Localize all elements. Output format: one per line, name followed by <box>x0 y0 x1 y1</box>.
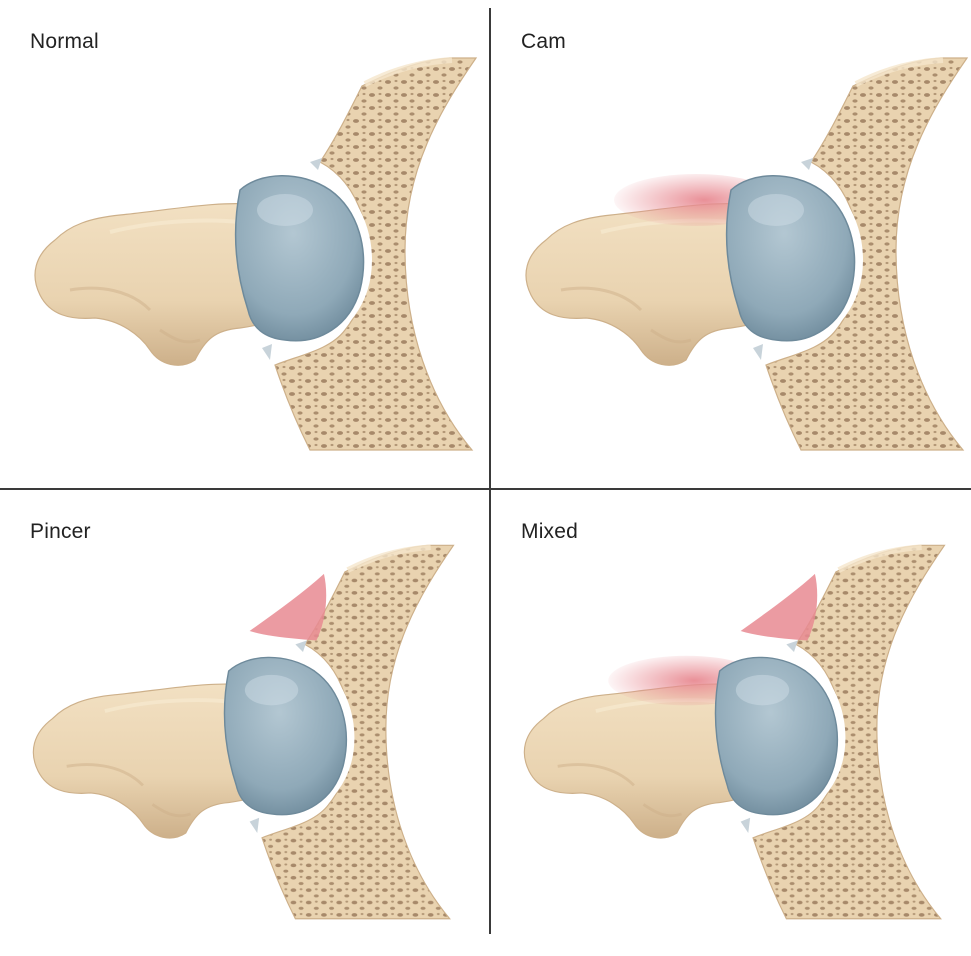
panel-cam: Cam <box>491 0 971 466</box>
panel-normal: Normal <box>0 0 488 466</box>
joint-group <box>524 545 944 918</box>
hip-joint-illustration <box>0 490 488 934</box>
panel-mixed: Mixed <box>491 490 971 956</box>
hip-joint-illustration <box>0 0 488 466</box>
joint-group <box>35 58 476 450</box>
panel-label: Pincer <box>30 520 91 544</box>
panel-label: Mixed <box>521 520 578 544</box>
panel-pincer: Pincer <box>0 490 488 956</box>
joint-group <box>33 545 453 918</box>
pincer-lesion <box>250 574 327 641</box>
hip-joint-illustration <box>491 490 971 934</box>
hip-impingement-figure: Normal Cam Pincer Mixed <box>0 0 971 934</box>
joint-group <box>526 58 967 450</box>
hip-joint-illustration <box>491 0 971 466</box>
panel-label: Normal <box>30 30 99 54</box>
panel-label: Cam <box>521 30 566 54</box>
pincer-lesion <box>741 574 818 641</box>
